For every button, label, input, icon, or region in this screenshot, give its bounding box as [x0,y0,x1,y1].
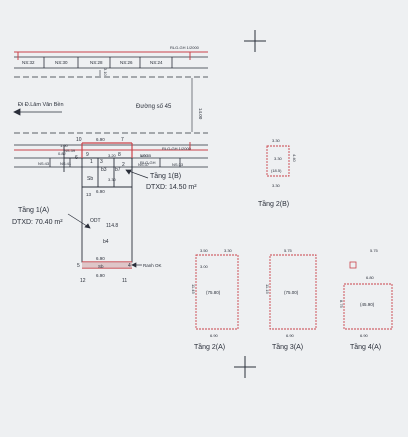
plan-4a-inner: 6.80 [366,275,375,280]
road-top-label-0: NS:32 [22,60,35,65]
street-left-label: Đi Đ.Lâm Văn Bền [18,102,64,108]
plan-2b: 3.30 3.30 (18.5) 3.30 4.40 Tầng 2(B) [258,138,297,208]
plan-2a-title: Tầng 2(A) [194,342,225,351]
corner-8: 8 [118,152,121,158]
road-dimension-lines [99,70,193,132]
corner-7: 7 [121,137,124,143]
row2-label-5: NS:33 [172,162,184,167]
label-sb: Sb [87,176,93,182]
plan-4a-side: 8.75 [339,300,344,309]
red-boundary-lines [14,51,208,151]
corner-5: 5 [77,263,80,269]
note-dtxd-b: DTXD: 14.50 m² [146,184,197,191]
plan-2a: 3.50 3.30 3.00 (75.80) 11.45 6.90 Tầng 2… [191,248,239,351]
corner-1: 1 [90,159,93,165]
dim-left-side: 1.00 [60,143,69,148]
plan-3a-bottom: 6.90 [286,333,295,338]
street-name-label: Đường số 45 [136,104,172,110]
row2-label-1: NS:41 [60,161,72,166]
plan-3a: 5.75 (75.00) 11.15 6.90 Tầng 3(A) [265,248,317,351]
row2-label-4: NS:35 [140,153,152,158]
corner-9: 9 [86,152,89,158]
corner-3: 3 [100,159,103,165]
plan-2b-bottom: 3.30 [272,183,281,188]
corner-11: 11 [122,278,127,284]
plan-4a-bottom: 6.90 [360,333,369,338]
row2-label-rlg: RLG-GH [140,160,156,165]
plan-3a-title: Tầng 3(A) [272,342,303,351]
direction-arrow [13,108,62,116]
plan-4a: 5.75 6.80 (45.90) 8.75 6.90 Tầng 4(A) [339,248,393,351]
dim-mid-width: 6.90 [96,189,105,194]
row2-label-0: NS:43 [38,161,50,166]
plan-3a-area: (75.00) [284,290,299,295]
road-top-label-2: NS:28 [90,60,103,65]
plan-2b-side: 4.40 [292,154,297,163]
label-odt: ODT [90,218,101,224]
dim-top-width: 6.90 [96,137,105,142]
note-arrows [67,169,149,268]
dim-depth-left: 1.00 [140,153,149,158]
corner-12: 12 [80,278,86,284]
note-floor1a: Tầng 1(A) [18,205,49,214]
plan-2b-title: Tầng 2(B) [258,199,289,208]
corner-6: 6 [75,155,78,161]
lot-outline [63,145,133,263]
road-top-label-4: NS:24 [150,60,163,65]
plan-2a-side: 11.45 [191,284,196,294]
note-dtxd-a: DTXD: 70.40 m² [12,219,63,226]
road-top-label-1: NS:30 [55,60,68,65]
note-floor1b: Tầng 1(B) [150,171,181,180]
dim-small-left: 0.82 [58,151,67,156]
dim-bottom-width: 6.90 [96,256,105,261]
corner-13: 13 [86,192,92,197]
plan-3a-top: 5.75 [284,248,293,253]
note-ranh-ok: Ranh OK [143,263,162,268]
label-b7: b7 [115,167,121,173]
corner-10: 10 [76,137,82,143]
plan-3a-side: 11.15 [265,284,270,294]
plan-2b-inner: 3.30 [274,156,283,161]
label-b4: b4 [103,239,109,245]
label-b3: b3 [101,167,107,173]
road-side-width-label: 3.10 [103,68,108,77]
corner-4: 4 [128,263,131,269]
dim-bottom-width-2: 6.90 [96,273,105,278]
registration-cross-top [244,30,266,52]
row2-label-3: NS:37 [138,162,150,167]
dim-small-w2: 3.30 [108,177,117,182]
label-odt-area: 114.8 [106,223,118,229]
plan-2b-top: 3.30 [272,138,281,143]
plan-2a-bottom: 6.90 [210,333,219,338]
dim-small-w1: 3.20 [108,153,117,158]
registration-cross-bottom [234,356,256,378]
rlg-top-label: RLG-GH 1/2000 [170,45,200,50]
corner-2: 2 [122,162,125,168]
plan-2a-inner: 3.00 [200,264,209,269]
row2-label-2: NS:39 [64,148,76,153]
lot-hatch-strip [82,262,132,268]
road-top-label-3: NS:26 [120,60,133,65]
plan-2a-top-l: 3.50 [200,248,209,253]
rlg-mid-label: RLG-GH 1/2000 [162,146,192,151]
road-band [14,56,208,168]
plan-2a-area: (75.80) [206,290,221,295]
plan-2a-top-r: 3.30 [224,248,233,253]
plan-4a-area: (45.90) [360,302,375,307]
plan-4a-top: 5.75 [370,248,379,253]
plan-4a-title: Tầng 4(A) [350,342,381,351]
road-width-label: 14.00 [198,108,203,120]
plan-2b-area: (18.5) [271,168,282,173]
label-sb-bottom: Sb [98,264,104,269]
